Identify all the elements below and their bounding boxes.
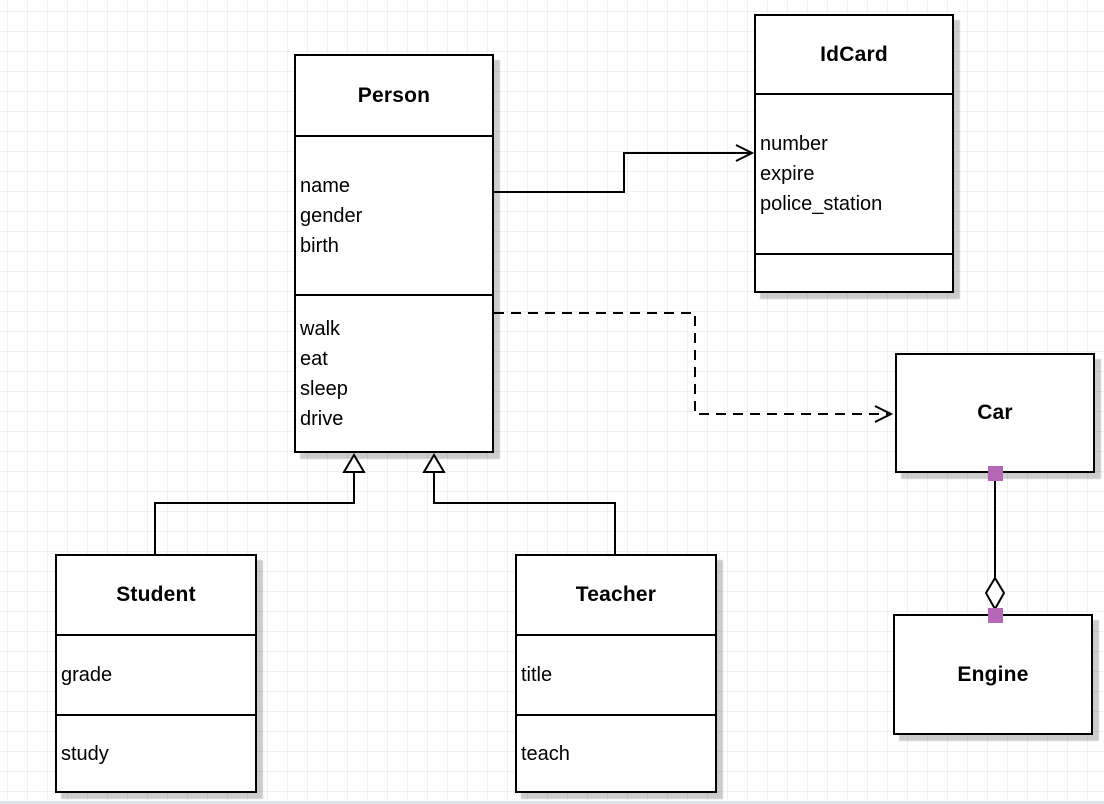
class-teacher-methods: teach	[517, 714, 715, 791]
class-idcard-methods	[756, 253, 952, 291]
open-arrowhead-icon	[735, 144, 755, 162]
dependency-person-car[interactable]	[494, 312, 894, 423]
class-student[interactable]: Student grade study	[55, 554, 257, 793]
class-teacher[interactable]: Teacher title teach	[515, 554, 717, 793]
method: walk	[300, 317, 341, 340]
class-car[interactable]: Car	[895, 353, 1095, 473]
class-person-attributes: name gender birth	[296, 135, 492, 294]
class-idcard-title: IdCard	[820, 42, 888, 66]
class-student-attributes: grade	[57, 634, 255, 714]
attribute: expire	[760, 163, 815, 185]
class-teacher-title: Teacher	[575, 583, 657, 606]
open-arrowhead-icon	[874, 405, 894, 423]
attribute: police_station	[760, 193, 883, 215]
method: eat	[300, 347, 328, 370]
association-person-idcard[interactable]	[494, 144, 755, 193]
class-student-methods: study	[57, 714, 255, 791]
class-person-title: Person	[357, 83, 431, 107]
class-engine[interactable]: Engine	[893, 614, 1093, 735]
class-idcard-attributes: number expire police_station	[756, 93, 952, 253]
class-engine-title: Engine	[957, 662, 1029, 686]
hollow-triangle-icon	[422, 453, 446, 473]
class-teacher-attributes: title	[517, 634, 715, 714]
attribute: birth	[300, 234, 339, 257]
attribute: number	[760, 133, 828, 155]
class-car-title: Car	[977, 401, 1013, 424]
method: study	[61, 742, 109, 765]
method: teach	[521, 742, 570, 765]
attribute: grade	[61, 664, 113, 686]
canvas-bottom-edge	[0, 801, 1104, 804]
attribute: name	[300, 174, 351, 197]
class-person[interactable]: Person name gender birth walk eat sleep …	[294, 54, 494, 453]
attribute: gender	[300, 204, 363, 227]
method: sleep	[300, 377, 348, 400]
method: drive	[300, 407, 344, 430]
class-idcard[interactable]: IdCard number expire police_station	[754, 14, 954, 293]
aggregation-car-engine[interactable]	[984, 466, 1006, 623]
hollow-diamond-icon	[984, 576, 1006, 612]
class-student-title: Student	[116, 583, 196, 606]
class-person-methods: walk eat sleep drive	[296, 294, 492, 451]
attribute: title	[521, 664, 553, 686]
generalization-teacher-person[interactable]	[422, 453, 616, 554]
hollow-triangle-icon	[342, 453, 366, 473]
generalization-student-person[interactable]	[154, 453, 366, 554]
